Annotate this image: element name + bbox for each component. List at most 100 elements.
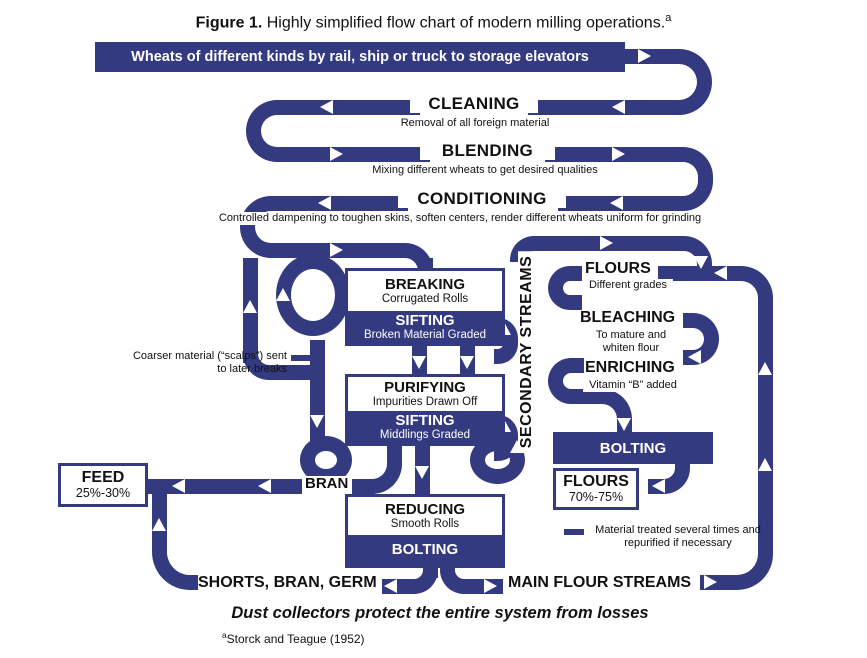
- arrow-right-icon: [704, 575, 717, 589]
- purifying-box: PURIFYING Impurities Drawn Off SIFTING M…: [345, 374, 505, 446]
- arrow-up-icon: [276, 288, 290, 301]
- reducing-subtitle: Smooth Rolls: [390, 518, 460, 531]
- flow-curve-cleaning-to-blending: [246, 100, 316, 162]
- footnote-text: Storck and Teague (1952): [226, 632, 365, 646]
- scalps-note: Coarser material (“scalps”) sent to late…: [120, 350, 287, 376]
- scalps-note-line2: to later breaks: [217, 363, 287, 376]
- figure-title-superscript: a: [665, 12, 672, 24]
- bolting-right-label: BOLTING: [599, 439, 667, 457]
- flours-output-title: FLOURS: [563, 472, 629, 490]
- reducing-section: REDUCING Smooth Rolls: [348, 497, 502, 535]
- arrow-down-icon: [412, 356, 426, 369]
- bolting-label: BOLTING: [391, 541, 459, 559]
- figure-title-text: Highly simplified flow chart of modern m…: [262, 14, 666, 32]
- arrow-left-icon: [714, 266, 727, 280]
- stage-blending: BLENDING: [420, 142, 555, 160]
- figure-title: Figure 1. Highly simplified flow chart o…: [0, 12, 867, 32]
- stage-conditioning: CONDITIONING: [398, 190, 566, 208]
- breaking-section: BREAKING Corrugated Rolls: [348, 271, 502, 311]
- wheat-intake-label: Wheats of different kinds by rail, ship …: [131, 49, 589, 65]
- stage-conditioning-caption: Controlled dampening to toughen skins, s…: [180, 212, 740, 225]
- arrow-up-icon: [758, 458, 772, 471]
- stage-cleaning: CLEANING: [410, 95, 538, 113]
- arrow-left-icon: [258, 479, 271, 493]
- sifting1-title: SIFTING: [395, 312, 455, 330]
- flours-output-box: FLOURS 70%-75%: [553, 468, 639, 510]
- flow-shorts-elbow: [152, 535, 198, 590]
- sifting2-section: SIFTING Middlings Graded: [348, 411, 502, 443]
- arrow-right-icon: [330, 147, 343, 161]
- flow-conditioning-left: [306, 196, 408, 211]
- scalps-note-dash: [291, 355, 311, 361]
- bleaching-caption-line1: To mature and: [595, 329, 667, 341]
- arrow-left-icon: [318, 196, 331, 210]
- scalps-note-line1: Coarser material (“scalps”) sent: [132, 350, 287, 362]
- material-note-line2: repurified if necessary: [624, 537, 732, 550]
- flow-to-breaking: [306, 243, 401, 258]
- flow-prong-right: [440, 568, 480, 594]
- arrow-up-icon: [152, 518, 166, 531]
- flours-caption: Different grades: [583, 279, 673, 292]
- arrow-up-icon: [510, 440, 524, 453]
- flours-output-subtitle: 70%-75%: [568, 490, 624, 505]
- arrow-up-icon: [243, 300, 257, 313]
- flow-left-drop-line: [310, 340, 325, 450]
- flow-right-column: [758, 300, 773, 552]
- arrow-down-icon: [617, 418, 631, 431]
- sifting2-subtitle: Middlings Graded: [379, 429, 471, 442]
- flow-flours-curve: [548, 266, 582, 310]
- secondary-streams-label: SECONDARY STREAMS: [518, 251, 536, 453]
- footnote-superscript: a: [222, 630, 227, 640]
- purifying-subtitle: Impurities Drawn Off: [372, 396, 478, 409]
- arrow-right-icon: [638, 49, 651, 63]
- breaking-title: BREAKING: [384, 276, 465, 294]
- flow-enriching-curve: [548, 358, 584, 404]
- arrow-up-icon: [758, 362, 772, 375]
- enriching-label: ENRICHING: [585, 359, 675, 377]
- arrow-left-icon: [610, 196, 623, 210]
- feed-box: FEED 25%-30%: [58, 463, 148, 507]
- stage-blending-caption: Mixing different wheats to get desired q…: [320, 164, 650, 177]
- material-note-dash: [564, 529, 584, 535]
- arrow-left-icon: [320, 100, 333, 114]
- flow-curve-conditioning-to-grinding: [240, 196, 308, 258]
- arrow-left-icon: [612, 100, 625, 114]
- arrow-left-icon: [652, 479, 665, 493]
- feed-title: FEED: [81, 468, 125, 486]
- arrow-down-icon: [694, 256, 708, 269]
- shorts-bran-germ-label: SHORTS, BRAN, GERM: [198, 574, 377, 592]
- flours-label: FLOURS: [585, 260, 651, 278]
- wheat-intake-banner: Wheats of different kinds by rail, ship …: [95, 42, 625, 72]
- reducing-box: REDUCING Smooth Rolls BOLTING: [345, 494, 505, 568]
- bran-label: BRAN: [305, 475, 349, 492]
- bleaching-caption-line2: whiten flour: [602, 341, 660, 354]
- footnote: aStorck and Teague (1952): [222, 630, 365, 646]
- material-note-line1: Material treated several times and: [595, 524, 761, 536]
- sifting2-title: SIFTING: [395, 412, 455, 430]
- flow-column-bottom-elbow: [730, 545, 773, 590]
- figure-title-prefix: Figure 1.: [195, 14, 263, 32]
- arrow-left-icon: [688, 350, 701, 364]
- dust-note: Dust collectors protect the entire syste…: [231, 604, 649, 622]
- flow-cleaning-left: [313, 100, 420, 115]
- arrow-down-icon: [460, 356, 474, 369]
- sifting1-subtitle: Broken Material Graded: [363, 329, 487, 342]
- sifting1-section: SIFTING Broken Material Graded: [348, 311, 502, 343]
- bleaching-caption: To mature and whiten flour: [585, 329, 677, 355]
- flow-blending-right: [545, 147, 655, 162]
- enriching-caption: Vitamin “B” added: [583, 379, 683, 392]
- bleaching-label: BLEACHING: [580, 309, 676, 327]
- main-flour-streams-label: MAIN FLOUR STREAMS: [508, 574, 692, 592]
- stage-cleaning-caption: Removal of all foreign material: [330, 117, 620, 130]
- feed-subtitle: 25%-30%: [75, 486, 131, 501]
- arrow-down-icon: [415, 466, 429, 479]
- reducing-title: REDUCING: [384, 501, 465, 519]
- flow-curve-banner-to-cleaning: [662, 49, 712, 115]
- breaking-subtitle: Corrugated Rolls: [381, 293, 469, 306]
- purifying-section: PURIFYING Impurities Drawn Off: [348, 377, 502, 411]
- arrow-left-icon: [172, 479, 185, 493]
- arrow-right-icon: [484, 579, 497, 593]
- arrow-right-icon: [600, 236, 613, 250]
- arrow-right-icon: [612, 147, 625, 161]
